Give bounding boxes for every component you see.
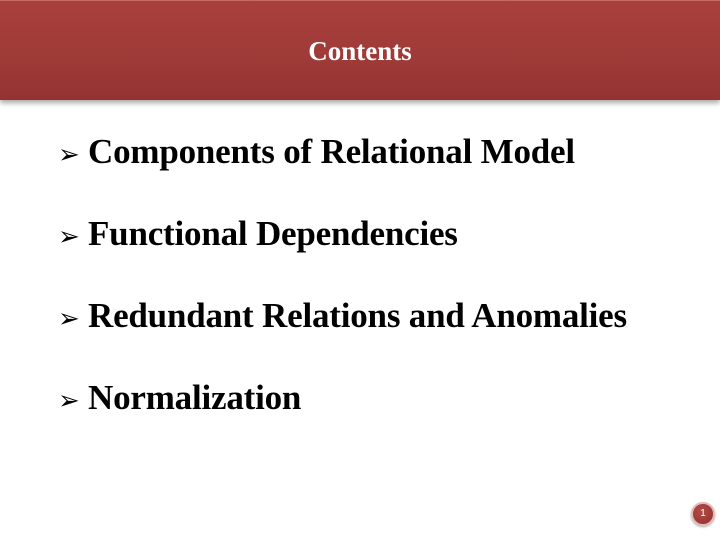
bullet-item: ➢ Components of Relational Model [58, 132, 627, 214]
arrow-bullet-icon: ➢ [58, 222, 80, 252]
bullet-item: ➢ Functional Dependencies [58, 214, 627, 296]
bullet-text: Components of Relational Model [88, 132, 575, 171]
bullet-item: ➢ Normalization [58, 378, 627, 460]
bullet-text: Redundant Relations and Anomalies [88, 296, 627, 335]
header-bar: Contents [0, 0, 720, 100]
page-number: 1 [700, 508, 706, 519]
arrow-bullet-icon: ➢ [58, 386, 80, 416]
arrow-bullet-icon: ➢ [58, 304, 80, 334]
bullet-text: Functional Dependencies [88, 214, 458, 253]
bullet-text: Normalization [88, 378, 302, 417]
arrow-bullet-icon: ➢ [58, 140, 80, 170]
slide-title: Contents [308, 36, 412, 66]
bullet-list: ➢ Components of Relational Model ➢ Funct… [58, 132, 627, 460]
page-number-badge: 1 [691, 502, 715, 526]
bullet-item: ➢ Redundant Relations and Anomalies [58, 296, 627, 378]
